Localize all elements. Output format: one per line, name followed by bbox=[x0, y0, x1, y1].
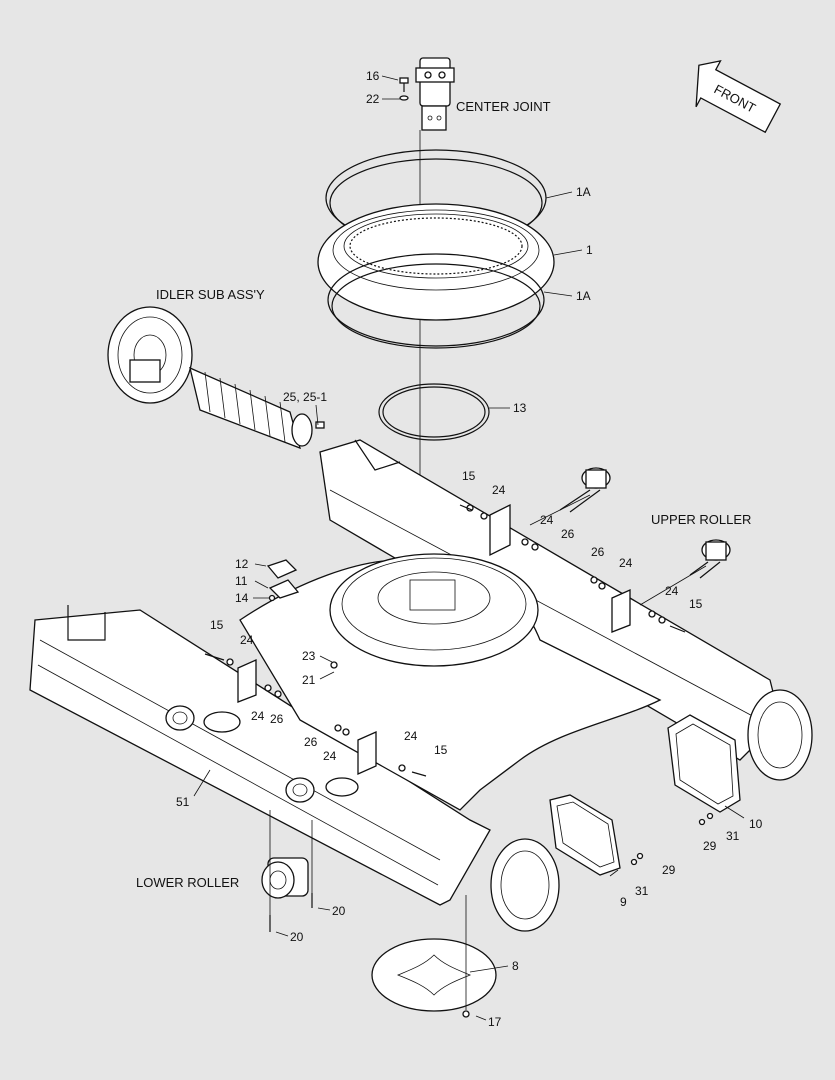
swing-bearing-assembly bbox=[317, 149, 555, 349]
callout-24-a: 24 bbox=[492, 483, 506, 497]
callout-21: 21 bbox=[302, 673, 316, 687]
idler-sub-assembly bbox=[107, 306, 325, 450]
callout-24-g: 24 bbox=[404, 729, 418, 743]
callout-26-b: 26 bbox=[591, 545, 605, 559]
center-joint-caption: CENTER JOINT bbox=[456, 99, 551, 114]
front-direction-arrow: FRONT bbox=[695, 59, 782, 134]
lower-roller-1 bbox=[165, 705, 195, 731]
callout-20-b: 20 bbox=[290, 930, 304, 944]
cover-10 bbox=[667, 714, 741, 813]
callout-26-a: 26 bbox=[561, 527, 575, 541]
callout-15-c: 15 bbox=[210, 618, 224, 632]
callout-20-a: 20 bbox=[332, 904, 346, 918]
callout-8: 8 bbox=[512, 959, 519, 973]
leader-lines bbox=[193, 75, 745, 1021]
callout-15-d: 15 bbox=[434, 743, 448, 757]
callout-26-c: 26 bbox=[270, 712, 284, 726]
lower-roller-2 bbox=[285, 777, 315, 803]
callout-24-c: 24 bbox=[619, 556, 633, 570]
callout-1a-bottom: 1A bbox=[576, 289, 591, 303]
upper-roller-1 bbox=[559, 467, 611, 513]
callout-15-b: 15 bbox=[689, 597, 703, 611]
ring-13 bbox=[378, 383, 490, 441]
callout-31-a: 31 bbox=[726, 829, 740, 843]
cover-8 bbox=[371, 938, 497, 1012]
callout-11: 11 bbox=[235, 574, 248, 588]
callout-29-a: 29 bbox=[703, 839, 717, 853]
callout-9: 9 bbox=[620, 895, 627, 909]
callout-31-b: 31 bbox=[635, 884, 649, 898]
callout-12: 12 bbox=[235, 557, 249, 571]
lower-roller-3 bbox=[261, 857, 309, 899]
callout-13: 13 bbox=[513, 401, 527, 415]
callout-1a-top: 1A bbox=[576, 185, 591, 199]
callout-24-d: 24 bbox=[665, 584, 679, 598]
lower-roller-caption: LOWER ROLLER bbox=[136, 875, 239, 890]
callout-24-b: 24 bbox=[540, 513, 554, 527]
upper-roller-caption: UPPER ROLLER bbox=[651, 512, 751, 527]
callout-16: 16 bbox=[366, 69, 380, 83]
callout-51: 51 bbox=[176, 795, 190, 809]
callout-23: 23 bbox=[302, 649, 316, 663]
callout-15-a: 15 bbox=[462, 469, 476, 483]
fasteners bbox=[204, 504, 714, 1018]
callout-26-d: 26 bbox=[304, 735, 318, 749]
callout-17: 17 bbox=[488, 1015, 502, 1029]
track-frame bbox=[29, 439, 813, 932]
callout-10: 10 bbox=[749, 817, 763, 831]
callout-1: 1 bbox=[586, 243, 593, 257]
plate-12-11 bbox=[266, 559, 300, 602]
upper-roller-2 bbox=[689, 539, 731, 579]
center-joint-part bbox=[415, 57, 455, 131]
callout-25: 25, 25-1 bbox=[283, 390, 327, 404]
callout-24-h: 24 bbox=[323, 749, 337, 763]
cover-9 bbox=[549, 794, 621, 876]
callout-14: 14 bbox=[235, 591, 249, 605]
callout-24-f: 24 bbox=[251, 709, 265, 723]
idler-caption: IDLER SUB ASS'Y bbox=[156, 287, 265, 302]
callout-24-e: 24 bbox=[240, 633, 254, 647]
callout-22: 22 bbox=[366, 92, 380, 106]
bolt-16 bbox=[399, 77, 409, 101]
callout-29-b: 29 bbox=[662, 863, 676, 877]
